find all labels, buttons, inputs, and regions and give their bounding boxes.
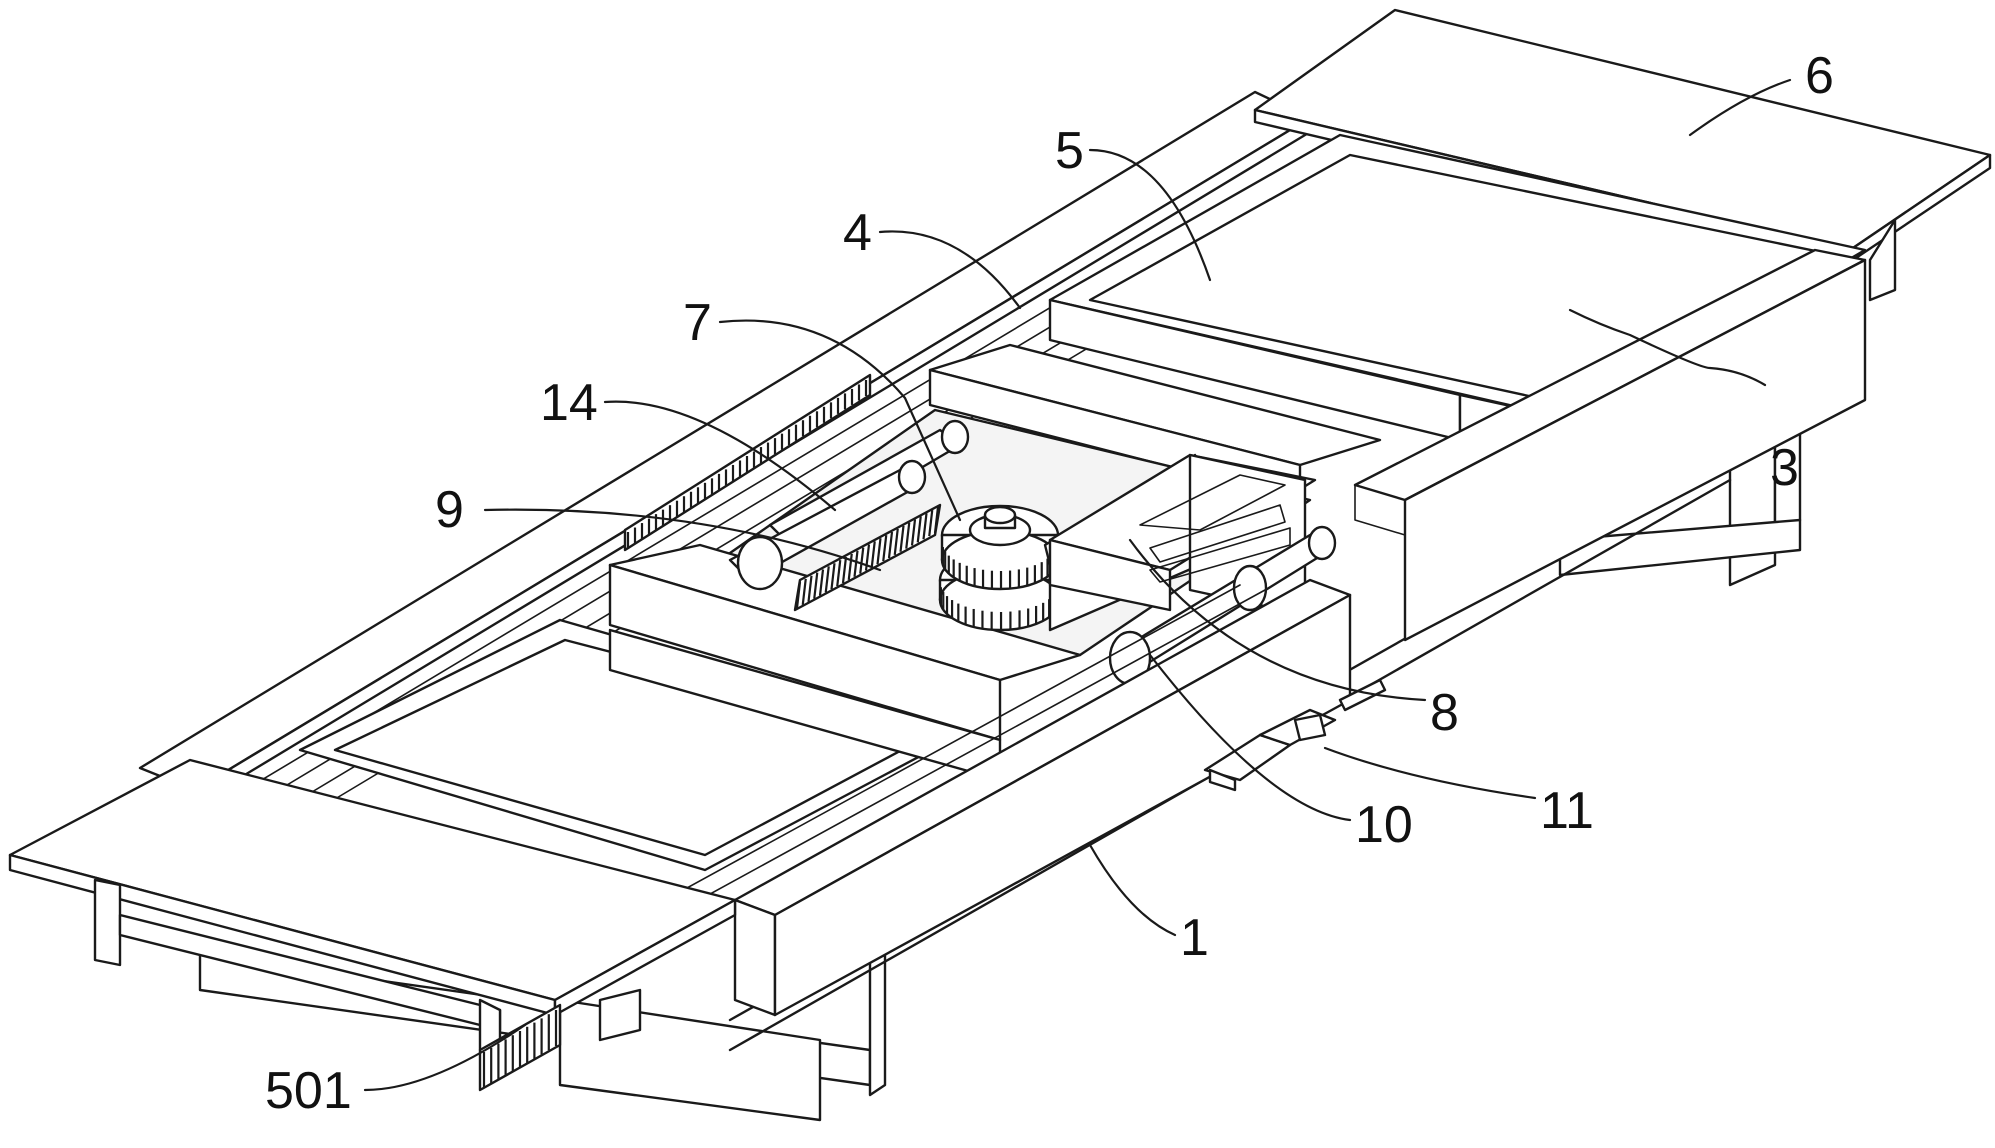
label-501: 501 [265, 1062, 352, 1120]
label-1: 1 [1180, 909, 1209, 967]
label-11: 11 [1540, 782, 1594, 840]
label-7: 7 [683, 294, 712, 352]
label-4: 4 [843, 204, 872, 262]
label-6: 6 [1805, 47, 1834, 105]
label-8: 8 [1430, 684, 1459, 742]
label-3: 3 [1770, 439, 1799, 497]
leader-11 [1325, 748, 1535, 798]
label-9: 9 [435, 481, 464, 539]
label-14: 14 [540, 374, 598, 432]
label-5: 5 [1055, 122, 1084, 180]
leader-1 [1090, 845, 1175, 935]
label-10: 10 [1355, 796, 1413, 854]
